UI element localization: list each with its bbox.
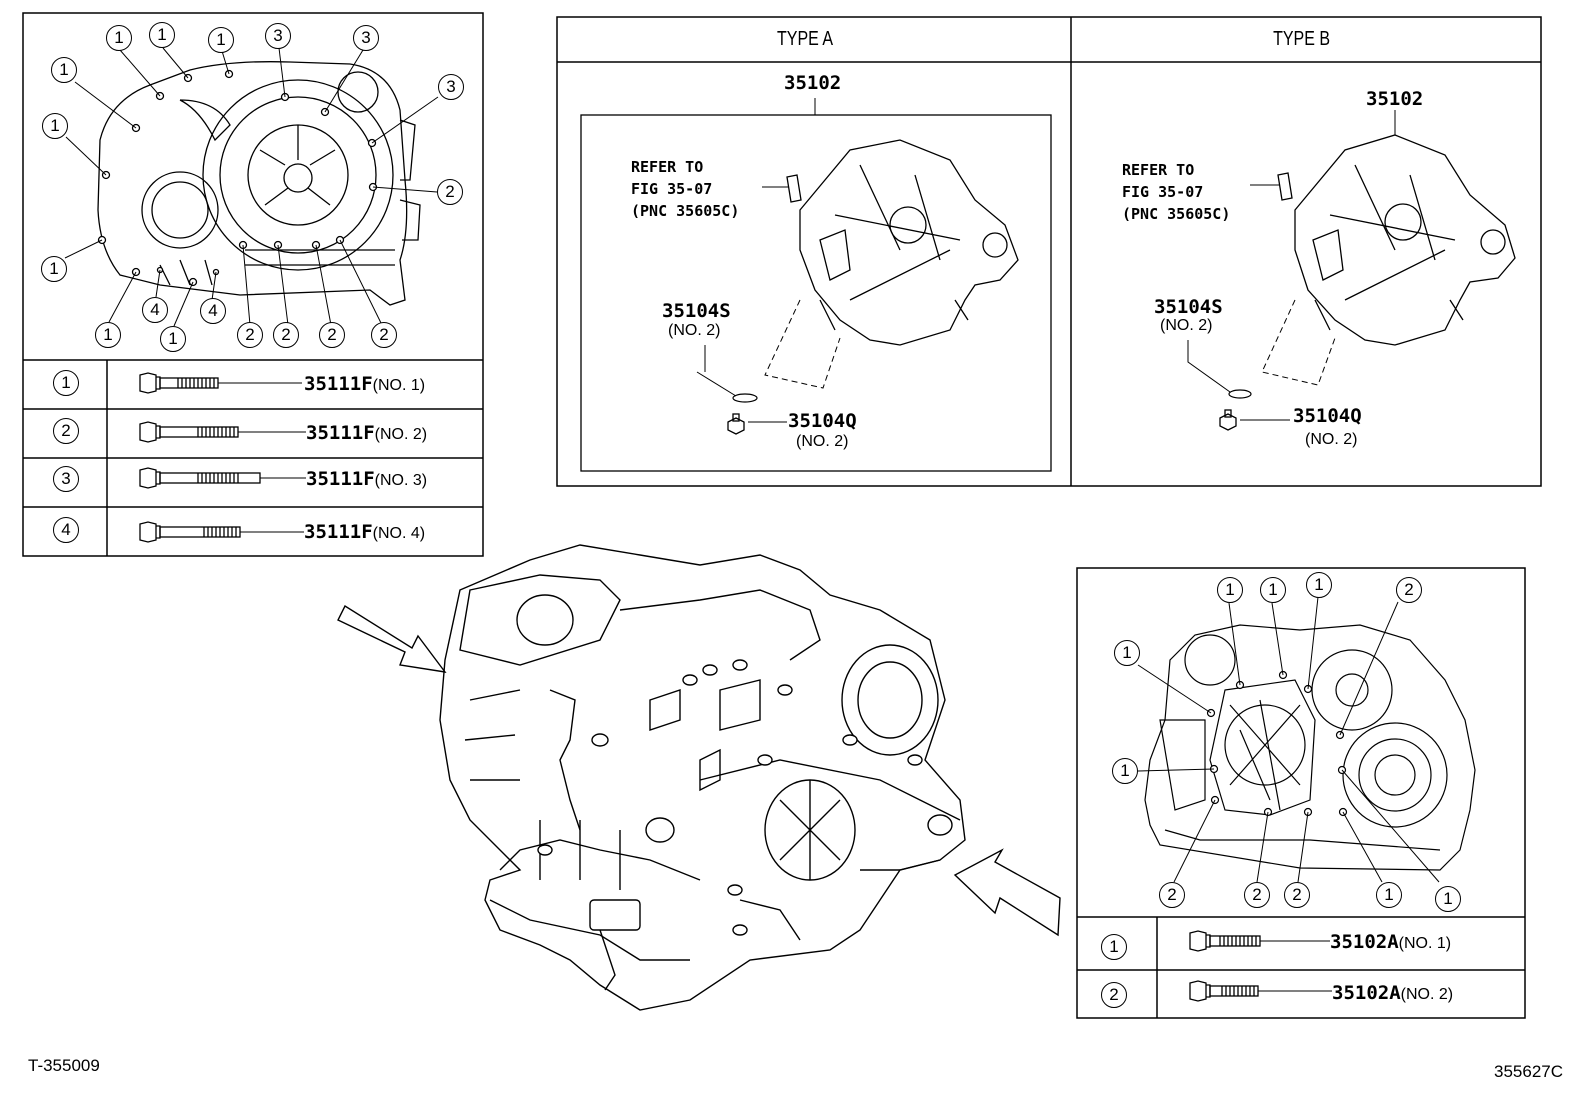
part-variant: (NO. 1) [1398, 935, 1452, 952]
left-callout-leaders [64, 47, 439, 327]
part-number: 35111F [304, 373, 373, 395]
right-transaxle-drawing [1144, 624, 1476, 871]
right-callout-leaders [1137, 596, 1440, 883]
callout-marker: 1 [106, 25, 132, 51]
view-arrow-left [337, 604, 447, 673]
callout-marker: 1 [160, 326, 186, 352]
oring-part-variant: (NO. 2) [668, 322, 721, 339]
callout-marker: 1 [42, 113, 68, 139]
callout-marker: 2 [371, 322, 397, 348]
left-transaxle-drawing [97, 61, 421, 306]
callout-marker: 1 [41, 256, 67, 282]
callout-marker: 2 [273, 322, 299, 348]
part-number: 35111F [306, 468, 375, 490]
callout-marker: 4 [142, 297, 168, 323]
plug-part-number: 35104Q [788, 410, 857, 432]
table-row-key: 1 [1101, 934, 1127, 960]
callout-marker: 2 [319, 322, 345, 348]
part-variant: (NO. 3) [374, 472, 428, 489]
main-transaxle-drawing [439, 544, 966, 1011]
table-row-part: 35111F(NO. 4) [304, 521, 425, 543]
part-number: 35102A [1330, 931, 1399, 953]
left-table-bolts [139, 372, 306, 543]
part-number: 35102A [1332, 982, 1401, 1004]
table-row-key: 3 [53, 466, 79, 492]
figure-code-left: T-355009 [28, 1056, 100, 1075]
plug-part-variant: (NO. 2) [796, 433, 849, 450]
refer-line-3: (PNC 35605C) [1122, 205, 1231, 223]
callout-marker: 2 [1244, 882, 1270, 908]
plug-part-variant: (NO. 2) [1305, 431, 1358, 448]
part-number: 35111F [306, 422, 375, 444]
main-part-number: 35102 [784, 72, 842, 94]
callout-marker: 1 [1435, 886, 1461, 912]
oring-part-number: 35104S [1154, 296, 1223, 318]
callout-marker: 1 [1112, 758, 1138, 784]
callout-marker: 2 [237, 322, 263, 348]
callout-marker: 1 [95, 322, 121, 348]
type-b-header: TYPE B [1273, 28, 1331, 50]
callout-marker: 2 [1396, 577, 1422, 603]
callout-marker: 3 [438, 74, 464, 100]
table-row-part: 35111F(NO. 2) [306, 422, 427, 444]
refer-line-1: REFER TO [1122, 161, 1195, 179]
table-row-key: 4 [53, 517, 79, 543]
callout-marker: 4 [200, 298, 226, 324]
type-a-header: TYPE A [777, 28, 834, 50]
oring-part-number: 35104S [662, 300, 731, 322]
table-row-key: 2 [1101, 982, 1127, 1008]
callout-marker: 1 [1306, 572, 1332, 598]
part-variant: (NO. 2) [1400, 986, 1454, 1003]
refer-line-1: REFER TO [631, 158, 704, 176]
view-arrow-right [953, 848, 1061, 937]
figure-code-right: 355627C [1494, 1062, 1564, 1081]
table-row-key: 2 [53, 418, 79, 444]
table-row-key: 1 [53, 370, 79, 396]
callout-marker: 1 [1114, 640, 1140, 666]
type-a-bracket-drawing [696, 139, 1019, 435]
callout-marker: 2 [437, 179, 463, 205]
part-number: 35111F [304, 521, 373, 543]
callout-marker: 1 [1376, 882, 1402, 908]
table-row-part: 35102A(NO. 1) [1330, 931, 1451, 953]
type-b-bracket-drawing [1187, 110, 1516, 431]
part-variant: (NO. 2) [374, 426, 428, 443]
table-row-part: 35111F(NO. 3) [306, 468, 427, 490]
refer-line-2: FIG 35-07 [1122, 183, 1204, 201]
oring-part-variant: (NO. 2) [1160, 317, 1213, 334]
callout-marker: 3 [353, 25, 379, 51]
plug-part-number: 35104Q [1293, 405, 1362, 427]
callout-marker: 1 [208, 27, 234, 53]
callout-marker: 1 [149, 22, 175, 48]
part-variant: (NO. 1) [372, 377, 426, 394]
callout-marker: 1 [1217, 577, 1243, 603]
part-variant: (NO. 4) [372, 525, 426, 542]
callout-marker: 2 [1159, 882, 1185, 908]
callout-marker: 1 [51, 57, 77, 83]
refer-line-3: (PNC 35605C) [631, 202, 740, 220]
callout-marker: 3 [265, 23, 291, 49]
right-table-bolts [1189, 930, 1332, 1002]
callout-marker: 1 [1260, 577, 1286, 603]
main-part-number: 35102 [1366, 88, 1424, 110]
callout-marker: 2 [1284, 882, 1310, 908]
refer-line-2: FIG 35-07 [631, 180, 713, 198]
table-row-part: 35102A(NO. 2) [1332, 982, 1453, 1004]
table-row-part: 35111F(NO. 1) [304, 373, 425, 395]
